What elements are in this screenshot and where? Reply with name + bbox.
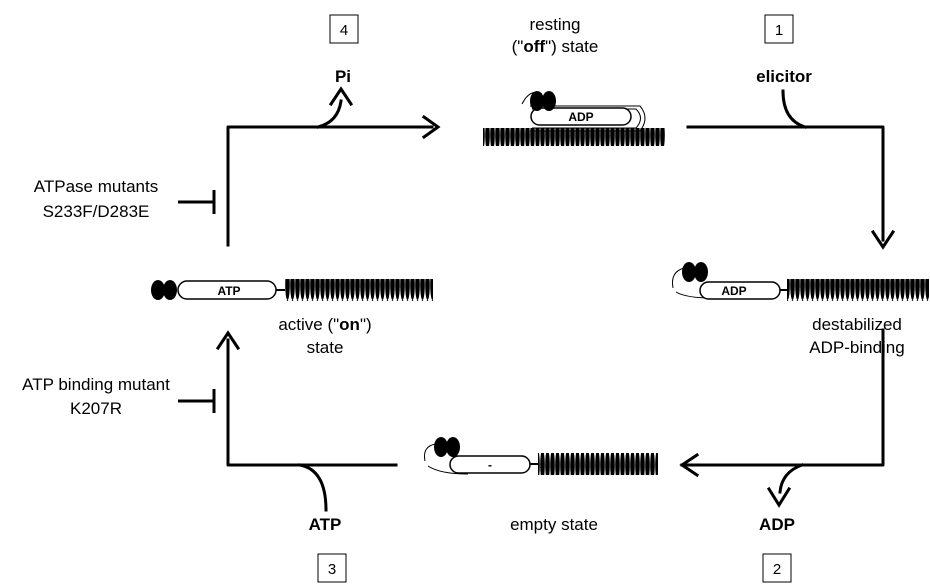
atp-binding-mutant-label-line2: K207R bbox=[70, 399, 122, 418]
atp-bound-label: ATP bbox=[309, 515, 342, 534]
atp-binding-mutant-label-line1: ATP binding mutant bbox=[22, 375, 170, 394]
atpase-mutant-inhibition bbox=[178, 190, 216, 214]
atpase-mutant-label-line1: ATPase mutants bbox=[34, 177, 158, 196]
resting-nucleotide-label: ADP bbox=[568, 110, 593, 124]
step-3-arrow bbox=[215, 330, 398, 512]
empty-state-label: empty state bbox=[510, 515, 598, 534]
destabilized-state-label-line1: destabilized bbox=[812, 315, 902, 334]
step-4-number: 4 bbox=[340, 22, 348, 39]
resting-state-label-line1: resting bbox=[529, 15, 580, 34]
resting-state-protein: ADP bbox=[483, 91, 665, 146]
destabilized-nucleotide-label: ADP bbox=[721, 284, 746, 298]
active-state-label-line1: active ("on") bbox=[278, 315, 371, 334]
step-3-number: 3 bbox=[328, 561, 336, 578]
pi-label: Pi bbox=[335, 67, 351, 86]
atpase-mutant-label-line2: S233F/D283E bbox=[43, 202, 150, 221]
active-state-label-line2: state bbox=[307, 338, 344, 357]
active-state-protein: ATP bbox=[151, 279, 433, 301]
step-4-box: 4 bbox=[329, 14, 359, 44]
adp-released-label: ADP bbox=[759, 515, 795, 534]
step-2-number: 2 bbox=[773, 561, 781, 578]
elicitor-label: elicitor bbox=[756, 67, 812, 86]
step-1-box: 1 bbox=[764, 14, 794, 44]
step-2-box: 2 bbox=[762, 553, 792, 583]
destabilized-state-protein: ADP bbox=[672, 262, 929, 301]
empty-state-protein: - bbox=[424, 437, 658, 475]
destabilized-state-label-line2: ADP-binding bbox=[809, 338, 904, 357]
empty-nucleotide-label: - bbox=[488, 458, 492, 472]
resting-state-label-line2: ("off") state bbox=[512, 37, 599, 56]
step-3-box: 3 bbox=[317, 553, 347, 583]
step-4-arrow bbox=[226, 86, 441, 247]
step-1-number: 1 bbox=[775, 22, 783, 39]
step-2-arrow bbox=[679, 328, 885, 508]
atp-binding-mutant-inhibition bbox=[178, 389, 216, 413]
step-1-arrow bbox=[686, 89, 896, 250]
active-nucleotide-label: ATP bbox=[217, 284, 240, 298]
